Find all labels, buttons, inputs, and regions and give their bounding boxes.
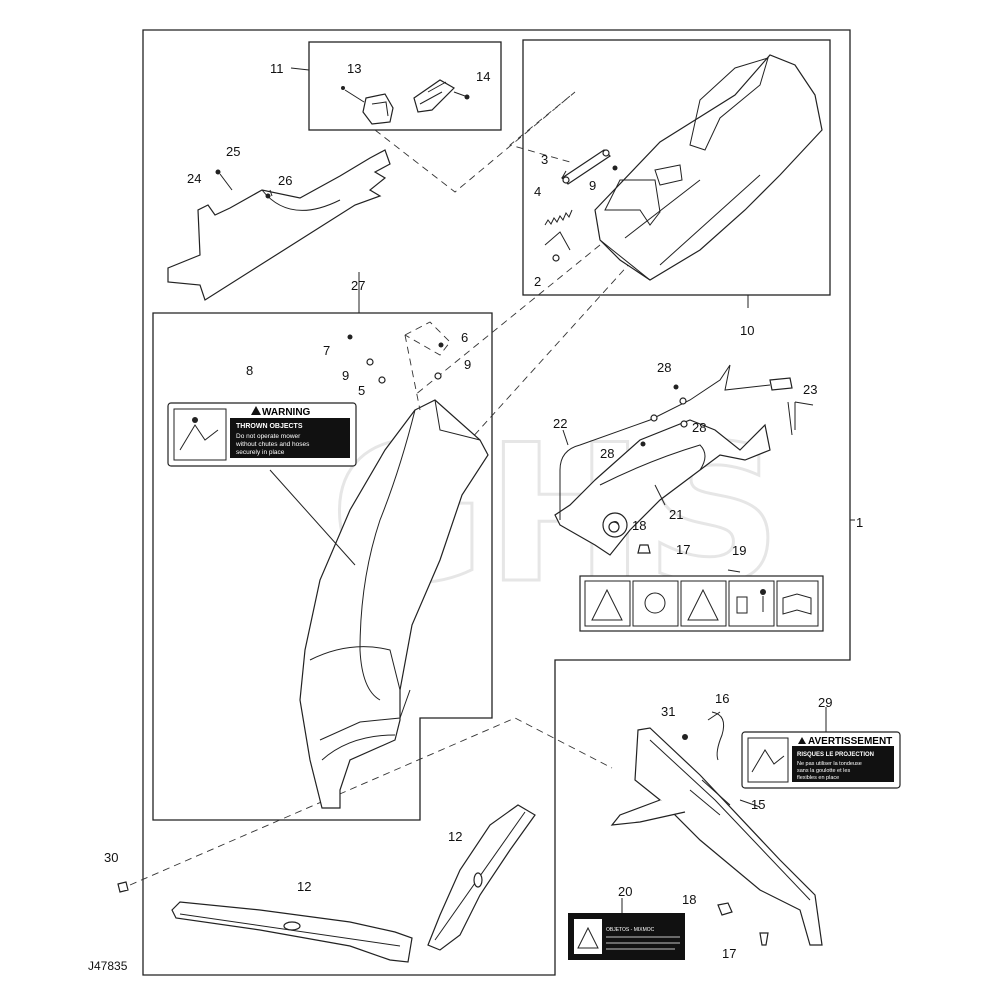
hardware-parts-17-18 <box>608 384 688 554</box>
callout-9-left: 9 <box>342 368 349 383</box>
warning-decal-line-2: without chutes and hoses <box>235 441 310 448</box>
french-decal-line-2: sans la goulotte et les <box>797 768 850 774</box>
callout-4: 4 <box>534 184 541 199</box>
callout-16: 16 <box>715 691 729 706</box>
knob-part-13 <box>341 86 394 125</box>
callout-13: 13 <box>347 61 361 76</box>
callout-19: 19 <box>732 543 746 558</box>
callout-6: 6 <box>461 330 468 345</box>
bracket-part-15 <box>610 727 823 946</box>
callout-31: 31 <box>661 704 675 719</box>
callout-9-box10: 9 <box>589 178 596 193</box>
pin-part-2 <box>544 231 571 262</box>
warning-decal-line-3: securely in place <box>236 449 285 456</box>
callout-3: 3 <box>541 152 548 167</box>
callout-28-left: 28 <box>600 446 614 461</box>
plate-part-24 <box>167 149 391 301</box>
chute-part-27 <box>299 399 489 809</box>
dashed-connector-11 <box>374 91 576 193</box>
callout-14: 14 <box>476 69 490 84</box>
latch-part-14 <box>413 79 470 113</box>
french-decal-part-29: AVERTISSEMENT RISQUES LE PROJECTION Ne p… <box>741 731 901 789</box>
hose-part-16 <box>682 711 725 761</box>
callout-12-angled: 12 <box>448 829 462 844</box>
callout-26: 26 <box>278 173 292 188</box>
callout-20: 20 <box>618 884 632 899</box>
callout-18-lower: 18 <box>682 892 696 907</box>
small-decal-part-20: OBJETOS - MIXMOC <box>568 913 685 960</box>
callout-1: 1 <box>856 515 863 530</box>
spring-part-4 <box>544 209 573 226</box>
callout-27: 27 <box>351 278 365 293</box>
callout-12-horizontal: 12 <box>297 879 311 894</box>
warning-decal-title: WARNING <box>262 407 311 418</box>
warning-decal-line-1: Do not operate mower <box>236 433 301 440</box>
callout-17-lower: 17 <box>722 946 736 961</box>
french-decal-heading: RISQUES LE PROJECTION <box>797 752 874 758</box>
french-decal-line-1: Ne pas utiliser la tondeuse <box>797 761 862 767</box>
box-part-10 <box>522 39 831 296</box>
callout-numbers: 1 2 3 4 5 6 7 8 9 9 9 10 11 12 12 13 14 … <box>104 61 863 961</box>
warning-decal-heading: THROWN OBJECTS <box>236 423 303 430</box>
callout-2: 2 <box>534 274 541 289</box>
warning-decal-part-8: WARNING THROWN OBJECTS Do not operate mo… <box>167 402 357 467</box>
callout-28-right: 28 <box>692 420 706 435</box>
chute-housing-part-10 <box>594 54 823 281</box>
safety-decal-part-19 <box>579 575 824 632</box>
callout-25: 25 <box>226 144 240 159</box>
callout-18-upper: 18 <box>632 518 646 533</box>
callout-30: 30 <box>104 850 118 865</box>
french-decal-title: AVERTISSEMENT <box>808 736 892 747</box>
blade-part-12-angled <box>427 804 536 951</box>
callout-17-upper: 17 <box>676 542 690 557</box>
callout-28-top: 28 <box>657 360 671 375</box>
callout-22: 22 <box>553 416 567 431</box>
hardware-lower-17-18 <box>717 902 769 946</box>
callout-24: 24 <box>187 171 201 186</box>
callout-8: 8 <box>246 363 253 378</box>
callout-21: 21 <box>669 507 683 522</box>
callout-15: 15 <box>751 797 765 812</box>
bolt-part-30 <box>117 881 129 893</box>
hardware-parts-5-6-7-9 <box>347 321 451 411</box>
link-part-3 <box>561 149 618 185</box>
small-decal-heading: OBJETOS - MIXMOC <box>606 927 655 933</box>
pin-part-23 <box>787 401 796 436</box>
french-decal-line-3: flexibles en place <box>797 775 839 781</box>
callout-7: 7 <box>323 343 330 358</box>
main-assembly-frame <box>142 29 851 976</box>
callout-5: 5 <box>358 383 365 398</box>
box-part-27 <box>152 312 493 821</box>
dashed-connector-30 <box>129 717 613 886</box>
box-part-11 <box>308 41 502 131</box>
blade-part-12-horizontal <box>171 901 413 963</box>
diagram-code: J47835 <box>88 959 128 973</box>
dashed-connector-10 <box>414 244 641 441</box>
callout-23: 23 <box>803 382 817 397</box>
callout-9-right: 9 <box>464 357 471 372</box>
callout-10: 10 <box>740 323 754 338</box>
leader-lines <box>269 67 855 913</box>
callout-29: 29 <box>818 695 832 710</box>
rod-part-22 <box>559 364 793 520</box>
callout-11: 11 <box>270 61 284 76</box>
